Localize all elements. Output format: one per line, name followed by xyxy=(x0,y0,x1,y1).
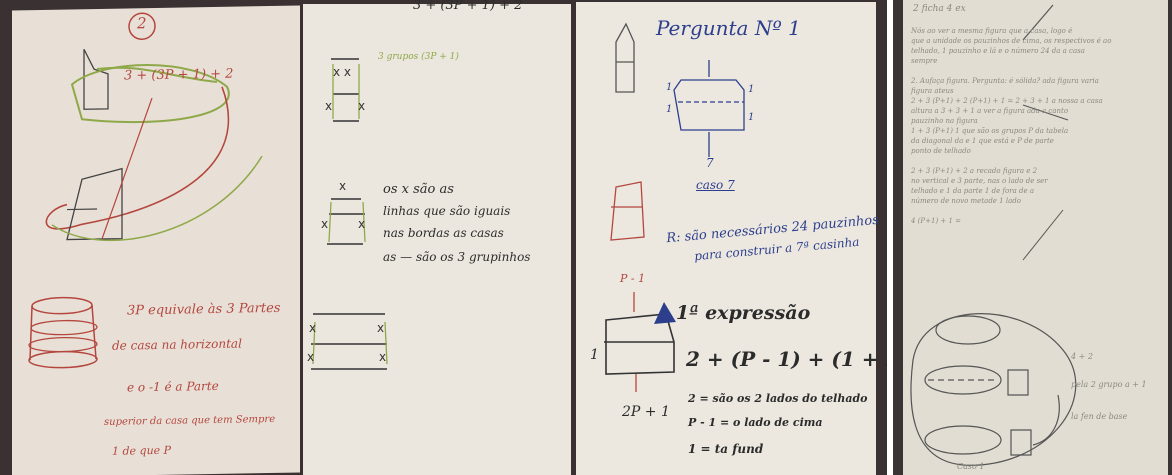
notebook-page-3: Pergunta Nº 1 1 1 1 1 7 caso 7 R: são ne… xyxy=(576,2,887,475)
svg-text:x: x xyxy=(377,321,384,335)
page3-side-label: 1 xyxy=(666,82,673,93)
worksheet-line: ponto de telhado xyxy=(911,147,971,155)
worksheet-annotation: pela 2 grupo a + 1 xyxy=(1071,380,1147,389)
page3-expression: 2 + (P - 1) + (1 + 2P + 1) xyxy=(686,347,887,371)
worksheet-text-block: Nós ao ver a mesma figura que a casa, lo… xyxy=(911,26,1163,226)
page2-sketches: x x x x x x x x x x x xyxy=(307,58,388,370)
svg-text:x: x xyxy=(358,99,365,113)
whiteboard-photo-left: 2 3 + (3P + 1) + 2 3P equivale às 3 Part… xyxy=(0,0,887,475)
svg-text:x: x xyxy=(309,321,316,335)
page2-side-note: 3 grupos (3P + 1) xyxy=(378,52,459,62)
notebook-page-1: 2 3 + (3P + 1) + 2 3P equivale às 3 Part… xyxy=(12,5,300,475)
worksheet-line: altura a 3 + 3 + 1 a ver a figura ada a … xyxy=(911,107,1069,115)
worksheet-line: figura ateus xyxy=(911,87,954,95)
worksheet-page: 2 ficha 4 ex Nós ao ver a mesma figura q… xyxy=(903,0,1168,475)
worksheet-line: 4 (P+1) + 1 = xyxy=(911,217,962,225)
worksheet-line: 2. Aufaça figura. Pergunta: é sólida? ad… xyxy=(911,77,1099,85)
worksheet-annotation: la fen de base xyxy=(1071,412,1128,421)
worksheet-line: número de novo metade 1 lado xyxy=(911,197,1021,205)
page3-caso: caso 7 xyxy=(696,178,735,192)
page1-note-line: de casa na horizontal xyxy=(112,336,242,353)
worksheet-line: pauzinho na figura xyxy=(911,117,978,125)
page1-circle-label: 2 xyxy=(137,14,147,33)
worksheet-line: telhado, 1 pauzinho e lá e o número 24 d… xyxy=(911,47,1085,55)
page3-side-label: 1 xyxy=(748,112,755,123)
page3-bottom-number: 7 xyxy=(706,156,714,170)
worksheet-line xyxy=(911,156,1163,166)
svg-text:x: x xyxy=(379,350,386,364)
page3-left-number: 1 xyxy=(590,347,599,363)
page3-expression-title: 1ª expressão xyxy=(676,302,811,324)
worksheet-line: da diagonal da e 1 que está e P de parte xyxy=(911,137,1054,145)
page2-note-line: linhas que são iguais xyxy=(383,204,511,218)
page3-side-label: 1 xyxy=(666,104,673,115)
svg-text:x: x xyxy=(307,350,314,364)
page1-note-line: e o -1 é a Parte xyxy=(127,378,219,395)
page3-title: Pergunta Nº 1 xyxy=(656,16,801,40)
svg-text:x: x xyxy=(321,217,328,231)
page1-note-line: 1 de que P xyxy=(112,443,172,458)
worksheet-line: 2 + 3 (P+1) + 2 (P+1) + 1 = 2 + 3 + 1 a … xyxy=(911,97,1103,105)
worksheet-annotation: Caso 1 xyxy=(957,462,985,471)
page3-top-label: P - 1 xyxy=(620,272,646,285)
page2-note-line: os x são as xyxy=(383,182,454,197)
page2-note-line: nas bordas as casas xyxy=(383,226,504,240)
page2-note-line: as — são os 3 grupinhos xyxy=(383,250,531,264)
worksheet-annotation: 4 + 2 xyxy=(1071,352,1093,361)
worksheet-line: no vertical e 3 parte, nas o lado de ser xyxy=(911,177,1048,185)
worksheet-line xyxy=(911,206,1163,216)
page1-sketches xyxy=(28,12,263,369)
page3-side-label: 1 xyxy=(748,84,755,95)
page1-note-line: 3P equivale às 3 Partes xyxy=(127,300,281,319)
worksheet-header: 2 ficha 4 ex xyxy=(913,4,966,14)
worksheet-line xyxy=(911,66,1163,76)
worksheet-line: que a unidade os pauzinhos de cima, os r… xyxy=(911,37,1112,45)
svg-text:x: x xyxy=(325,99,332,113)
svg-text:x: x xyxy=(339,179,346,193)
worksheet-line: 2 + 3 (P+1) + 2 a recado figura e 2 xyxy=(911,167,1038,175)
worksheet-sketches xyxy=(910,4,1077,466)
notebook-page-2: x x x x x x x x x x x 3 + (3P + 1) + 2 3 grupo… xyxy=(303,0,571,475)
page3-definition: 2 = são os 2 lados do telhado xyxy=(688,392,868,405)
worksheet-line: Nós ao ver a mesma figura que a casa, lo… xyxy=(911,27,1073,35)
worksheet-line: sempre xyxy=(911,57,938,65)
worksheet-line: telhado e 1 da parte 1 de fora de a xyxy=(911,187,1035,195)
page3-definition: P - 1 = o lado de cima xyxy=(688,416,823,429)
worksheet-photo-right: 2 ficha 4 ex Nós ao ver a mesma figura q… xyxy=(893,0,1172,475)
page3-bottom-left: 2P + 1 xyxy=(622,404,670,420)
worksheet-line: 1 + 3 (P+1) 1 que são os grupos P da tab… xyxy=(911,127,1069,135)
page2-top-expression: 3 + (3P + 1) + 2 xyxy=(413,0,523,13)
page1-top-expression: 3 + (3P + 1) + 2 xyxy=(124,66,234,84)
svg-text:x x: x x xyxy=(333,65,351,79)
page3-definition: 1 = ta fund xyxy=(688,442,764,456)
svg-text:x: x xyxy=(358,217,365,231)
page3-sketches xyxy=(604,22,745,392)
